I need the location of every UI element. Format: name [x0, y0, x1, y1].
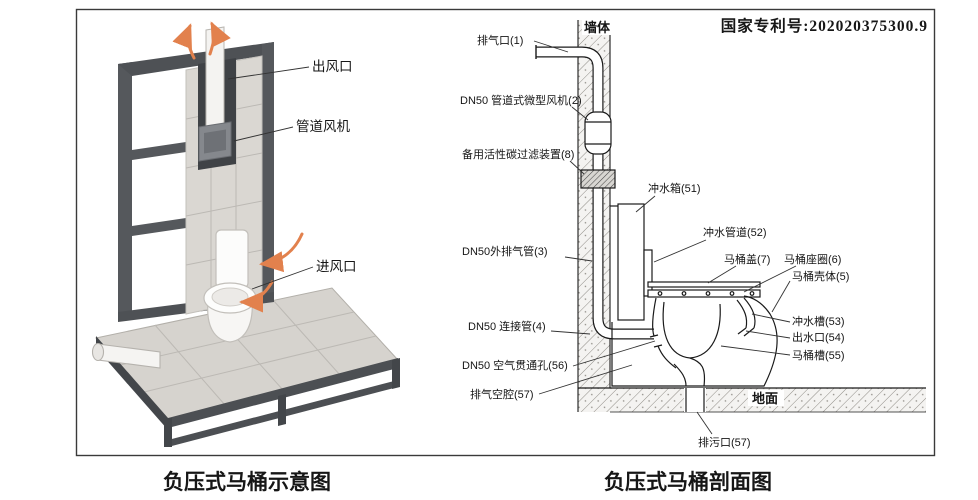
seat-bar — [647, 289, 761, 298]
airflow-arrow-inlet-1 — [259, 232, 304, 273]
flush-tank — [610, 203, 653, 321]
label-flush-pipe: 冲水管道(52) — [703, 225, 767, 239]
wall-label-bg — [582, 19, 616, 35]
label-carbon-filter: 备用活性碳过滤装置(8) — [462, 147, 574, 161]
label-bowl-trough: 马桶槽(55) — [792, 348, 845, 362]
exhaust-piping — [535, 45, 654, 340]
caption-schematic: 负压式马桶示意图 — [163, 470, 331, 494]
label-air-inlet: 进风口 — [316, 259, 357, 274]
label-flush-channel: 冲水槽(53) — [792, 314, 845, 328]
label-wall: 墙体 — [584, 20, 611, 35]
label-air-through-hole: DN50 空气贯通孔(56) — [462, 358, 568, 372]
inline-fan — [584, 111, 612, 155]
flush-pipe — [643, 249, 653, 297]
lid-bar — [647, 281, 761, 288]
label-water-outlet: 出水口(54) — [792, 330, 845, 344]
sewage-outlet-gap — [684, 388, 706, 412]
label-connector-pipe: DN50 连接管(4) — [468, 319, 546, 333]
floor-pipe-3d — [91, 342, 161, 369]
label-outer-exhaust-pipe: DN50外排气管(3) — [462, 244, 548, 258]
label-lid: 马桶盖(7) — [724, 252, 770, 266]
schematic-3d-view: 出风口 管道风机 进风口 — [91, 21, 400, 447]
section-view: 排气口(1) DN50 管道式微型风机(2) 备用活性碳过滤装置(8) 冲水箱(… — [460, 19, 926, 449]
schematic-leader-lines — [227, 66, 314, 290]
airflow-arrow-up-1 — [172, 23, 196, 60]
caption-section: 负压式马桶剖面图 — [604, 470, 772, 494]
label-flush-tank: 冲水箱(51) — [648, 181, 701, 195]
shell-outline — [611, 295, 778, 387]
airflow-arrow-up-2 — [208, 21, 231, 56]
label-ground: 地面 — [752, 391, 778, 406]
label-sewage-outlet: 排污口(57) — [698, 435, 751, 449]
label-shell: 马桶壳体(5) — [792, 269, 849, 283]
label-exhaust-cavity: 排气空腔(57) — [470, 387, 534, 401]
label-exhaust-port: 排气口(1) — [477, 33, 523, 47]
airflow-arrows — [172, 21, 304, 313]
label-duct-fan-3d: 管道风机 — [296, 119, 350, 134]
label-air-outlet: 出风口 — [312, 59, 353, 74]
patent-number: 国家专利号:202020375300.9 — [721, 16, 928, 35]
section-leader-lines — [533, 40, 797, 435]
carbon-filter-block — [580, 169, 616, 189]
toilet-section — [611, 281, 778, 412]
label-seat-ring: 马桶座圈(6) — [784, 252, 841, 266]
label-inline-fan: DN50 管道式微型风机(2) — [460, 93, 582, 107]
airflow-arrow-inlet-2 — [239, 280, 274, 313]
ground-label-bg — [748, 390, 784, 406]
